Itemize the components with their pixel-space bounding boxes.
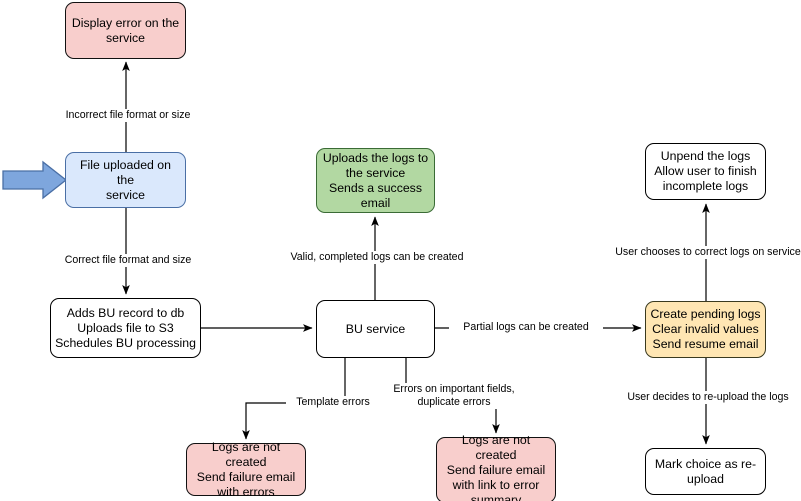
blue-entry-arrow: [2, 160, 68, 200]
edge-label-partial-logs: Partial logs can be created: [449, 321, 603, 334]
node-logs-not-created-errors[interactable]: Logs are not created Send failure email …: [186, 440, 306, 499]
node-adds-bu-record[interactable]: Adds BU record to db Uploads file to S3 …: [50, 298, 201, 358]
node-file-uploaded[interactable]: File uploaded on the service: [65, 152, 186, 208]
edge-label-errors-important-fields: Errors on important fields, duplicate er…: [382, 383, 526, 409]
edge-label-user-reuploads: User decides to re-upload the logs: [606, 391, 801, 404]
edge-label-user-corrects: User chooses to correct logs on service: [596, 246, 801, 259]
edge-label-incorrect-format: Incorrect file format or size: [0, 109, 256, 122]
node-display-error[interactable]: Display error on the service: [65, 2, 186, 59]
node-mark-choice-reupload[interactable]: Mark choice as re- upload: [645, 448, 766, 495]
node-create-pending-logs[interactable]: Create pending logs Clear invalid values…: [645, 301, 766, 358]
node-bu-service[interactable]: BU service: [316, 300, 435, 358]
edge-label-template-errors: Template errors: [286, 396, 380, 409]
node-logs-not-created-summary[interactable]: Logs are not created Send failure email …: [436, 433, 556, 501]
node-unpend-logs[interactable]: Unpend the logs Allow user to finish inc…: [645, 143, 766, 200]
node-uploads-logs[interactable]: Uploads the logs to the service Sends a …: [316, 148, 435, 213]
edge-label-valid-completed: Valid, completed logs can be created: [275, 251, 479, 264]
edge-label-correct-format: Correct file format and size: [0, 254, 256, 267]
